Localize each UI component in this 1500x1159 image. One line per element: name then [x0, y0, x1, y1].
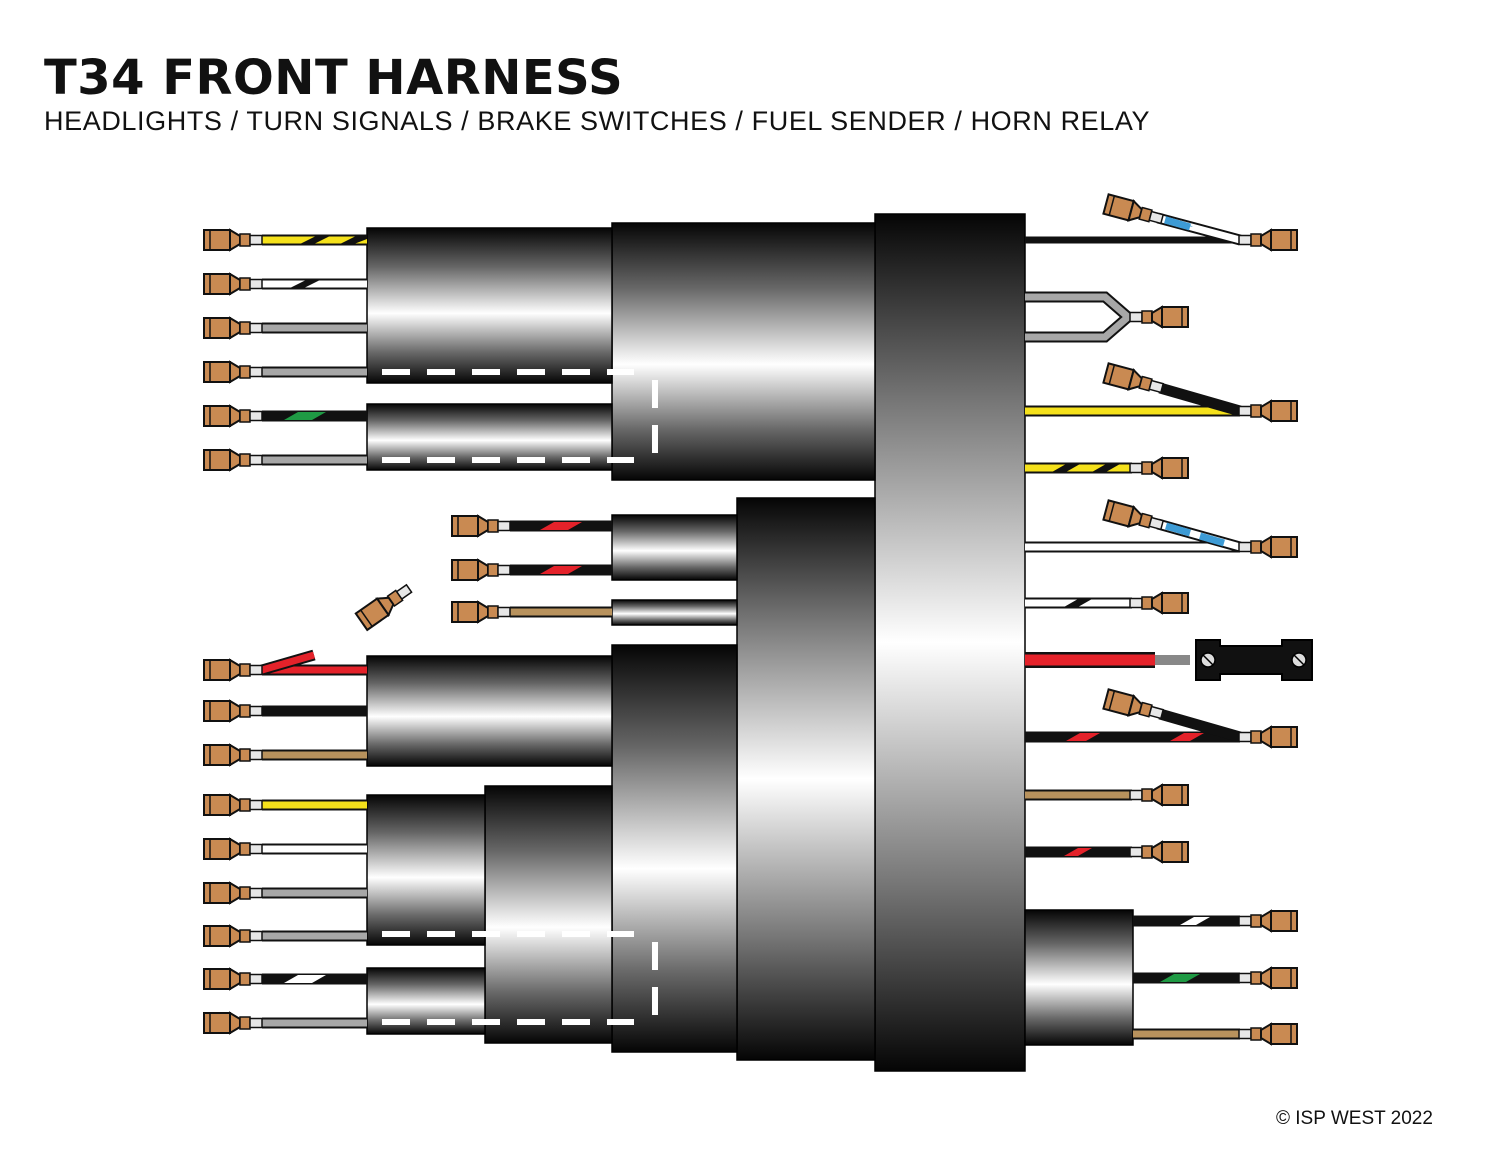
copyright-notice: © ISP WEST 2022 [1276, 1108, 1433, 1129]
left-wire-tan [203, 744, 367, 766]
right-wire-tan [1025, 784, 1189, 806]
right-wire-black-green [1133, 967, 1298, 989]
left-wire-gray-2 [203, 361, 367, 383]
left-wire-red-split [203, 579, 416, 681]
fuel-sender-connector [1195, 639, 1313, 681]
right-wire-yellow-black-split [1025, 362, 1298, 422]
left-wire-black-white [203, 968, 367, 990]
right-lower-sheath [1024, 909, 1134, 1046]
left-wire-gray-5 [203, 925, 367, 947]
left-wire-black [203, 700, 367, 722]
right-wire-white-blue-split [1025, 499, 1298, 558]
turn-signal-upper-sheath [366, 794, 486, 946]
left-wire-gray-6 [203, 1012, 367, 1034]
brake-wire-black-red-1 [451, 515, 612, 537]
right-wire-black-blue-split-1 [1025, 193, 1298, 251]
headlight-upper-sheath [366, 227, 613, 384]
right-wire-yellow-black [1025, 457, 1189, 479]
headlight-branch-sheath [611, 222, 876, 481]
brake-wire-tan [451, 601, 612, 623]
lower-branch-sheath [736, 497, 876, 1061]
left-wire-yellow-black [203, 229, 367, 251]
turn-signal-mid-sheath [484, 785, 613, 1044]
dashed-inner-lines [382, 369, 658, 1025]
diagram-title: T34 FRONT HARNESS [44, 50, 624, 106]
right-wire-gray-loop [1025, 291, 1189, 343]
right-wire-black-white [1133, 910, 1298, 932]
left-wire-white [203, 838, 367, 860]
brake-wire-black-red-2 [451, 559, 612, 581]
left-wire-yellow [203, 794, 367, 816]
red-black-tan-sheath [366, 655, 613, 767]
right-wire-white-black [1025, 592, 1189, 614]
main-trunk [874, 213, 1026, 1072]
left-wire-white-black [203, 273, 367, 295]
right-wire-black-red [1025, 841, 1189, 863]
right-wire-tan-lower [1133, 1023, 1298, 1045]
right-wire-black-red-split [1025, 688, 1298, 748]
left-wire-black-green [203, 405, 367, 427]
tan-wire-sheath [611, 599, 738, 626]
left-wire-gray-3 [203, 449, 367, 471]
left-wire-gray-1 [203, 317, 367, 339]
brake-switch-sheath [611, 514, 738, 581]
turn-signal-branch-sheath [611, 644, 738, 1053]
left-wire-gray-4 [203, 882, 367, 904]
diagram-subtitle: HEADLIGHTS / TURN SIGNALS / BRAKE SWITCH… [44, 106, 1151, 136]
